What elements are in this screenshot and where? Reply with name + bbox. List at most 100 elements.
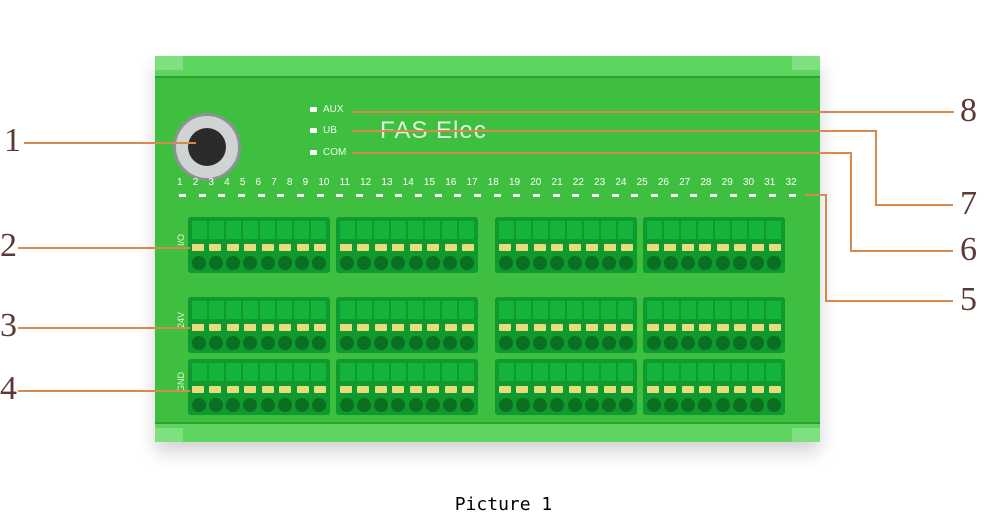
led-icon: [310, 107, 317, 112]
terminal-release-icon: [584, 301, 599, 319]
wire-entry-icon: [408, 398, 423, 412]
spring-clip-icon: [409, 324, 422, 331]
wire-entry-icon: [226, 256, 241, 270]
spring-clip-icon: [699, 324, 712, 331]
channel-number: 1: [177, 177, 183, 188]
terminal-holes: [192, 336, 326, 350]
spring-clip-icon: [499, 324, 511, 331]
terminal-release-icon: [550, 301, 565, 319]
channel-led-icon: [749, 194, 757, 197]
terminal-release-icon: [664, 301, 679, 319]
channel-number: 23: [594, 177, 606, 188]
callout-line-7a: [352, 130, 877, 132]
callout-line-2: [18, 247, 190, 249]
wire-entry-icon: [766, 336, 781, 350]
spring-clip-icon: [681, 386, 694, 393]
channel-number: 8: [286, 177, 293, 188]
channel-led-icon: [533, 194, 541, 197]
wire-entry-icon: [618, 398, 633, 412]
callout-number-8: 8: [960, 92, 977, 129]
channel-number: 9: [302, 177, 309, 188]
channel-number: 28: [700, 177, 712, 188]
wire-entry-icon: [766, 398, 781, 412]
wire-entry-icon: [533, 336, 548, 350]
wire-entry-icon: [698, 336, 713, 350]
channel-number: 19: [508, 177, 521, 188]
terminal-pins: [647, 386, 781, 394]
spring-clip-icon: [313, 324, 326, 331]
wire-entry-icon: [664, 398, 679, 412]
spring-clip-icon: [261, 244, 274, 251]
terminal-release-icon: [226, 363, 241, 381]
wire-entry-icon: [499, 336, 513, 350]
spring-clip-icon: [357, 244, 370, 251]
wire-entry-icon: [647, 256, 661, 270]
terminal-block: [188, 359, 330, 415]
terminal-release-icon: [192, 301, 207, 319]
terminal-release-icon: [442, 221, 457, 239]
spring-clip-icon: [374, 244, 387, 251]
terminal-release-icon: [499, 363, 514, 381]
wire-entry-icon: [647, 398, 661, 412]
terminal-release-icon: [277, 221, 292, 239]
terminal-release-icon: [664, 221, 679, 239]
terminal-holes: [647, 398, 781, 412]
spring-clip-icon: [461, 324, 474, 331]
channel-led-icon: [297, 194, 305, 197]
spring-clip-icon: [192, 324, 204, 331]
terminal-release-icon: [499, 221, 514, 239]
indicator-label: UB: [323, 125, 337, 136]
wire-entry-icon: [260, 336, 275, 350]
spring-clip-icon: [374, 386, 387, 393]
wire-entry-icon: [749, 336, 764, 350]
channel-led-icon: [690, 194, 698, 197]
spring-clip-icon: [244, 244, 257, 251]
spring-clip-icon: [699, 244, 712, 251]
wire-entry-icon: [618, 336, 633, 350]
wire-entry-icon: [294, 398, 309, 412]
spring-clip-icon: [586, 324, 599, 331]
terminal-release-icon: [698, 301, 713, 319]
spring-clip-icon: [357, 386, 370, 393]
terminal-release-icon: [584, 363, 599, 381]
channel-led-icon: [336, 194, 344, 197]
terminal-release-icon: [550, 221, 565, 239]
terminal-release-icon: [340, 301, 355, 319]
terminal-release-icon: [681, 363, 696, 381]
wire-entry-icon: [192, 336, 206, 350]
terminal-release-icon: [499, 301, 514, 319]
terminal-release-icon: [209, 221, 224, 239]
wire-entry-icon: [357, 398, 372, 412]
callout-line-3: [18, 327, 190, 329]
wire-entry-icon: [459, 256, 474, 270]
terminal-pins: [340, 244, 474, 252]
spring-clip-icon: [716, 386, 729, 393]
wire-entry-icon: [391, 398, 406, 412]
wire-entry-icon: [277, 398, 292, 412]
wire-entry-icon: [260, 398, 275, 412]
terminal-holes: [499, 336, 633, 350]
channel-number: 15: [423, 177, 436, 188]
wire-entry-icon: [459, 336, 474, 350]
channel-led-icon: [277, 194, 285, 197]
wire-entry-icon: [442, 256, 457, 270]
spring-clip-icon: [603, 244, 616, 251]
terminal-release-icon: [601, 363, 616, 381]
terminal-release-icon: [391, 301, 406, 319]
wire-entry-icon: [425, 256, 440, 270]
terminal-pins: [192, 386, 326, 394]
led-icon: [310, 128, 317, 133]
terminal-release-icon: [374, 363, 389, 381]
terminal-block: [336, 297, 478, 353]
spring-clip-icon: [734, 386, 747, 393]
terminal-block: [336, 217, 478, 273]
channel-number: 12: [360, 177, 372, 188]
callout-line-5c: [825, 300, 953, 302]
terminal-release-icon: [715, 221, 730, 239]
terminal-pins: [340, 386, 474, 394]
wire-entry-icon: [357, 256, 372, 270]
spring-clip-icon: [681, 324, 694, 331]
wire-entry-icon: [715, 336, 730, 350]
terminal-release-icon: [567, 301, 582, 319]
